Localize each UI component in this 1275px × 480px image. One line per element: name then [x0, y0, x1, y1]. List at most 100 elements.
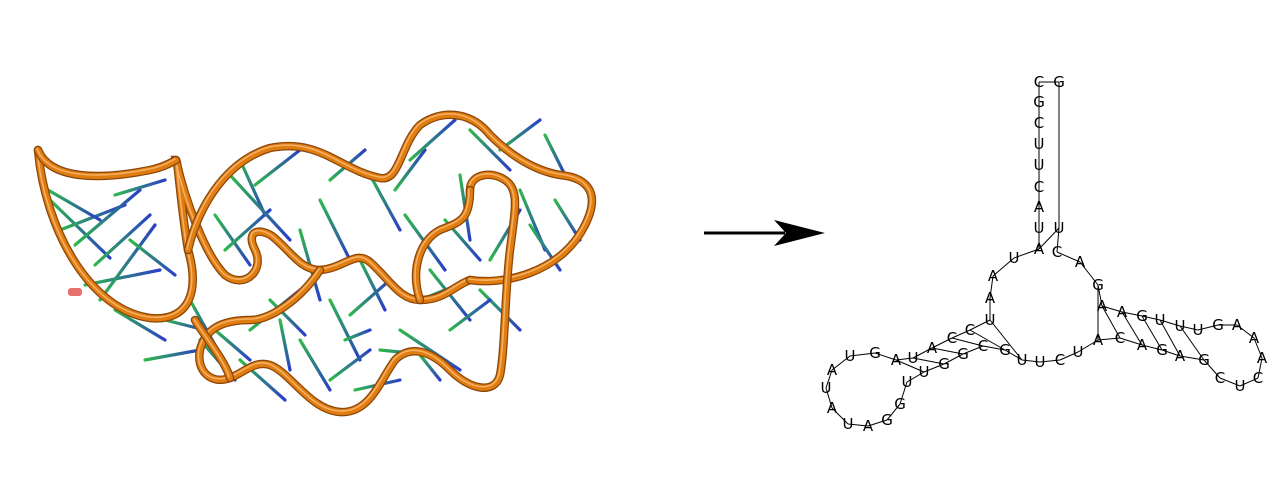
backbone-link — [1119, 337, 1143, 346]
nucleotide-letter: U — [919, 363, 930, 381]
nucleotide-letter: U — [985, 311, 996, 329]
base-pair-line — [895, 359, 925, 373]
nucleotide-letter: C — [947, 329, 957, 347]
base-stick — [408, 118, 457, 162]
backbone-link — [1056, 227, 1060, 253]
nucleotide-letter: G — [1212, 316, 1224, 334]
backbone-link — [874, 352, 897, 361]
backbone-link — [1077, 339, 1099, 353]
backbone-outline — [183, 110, 597, 286]
nucleotide-letter: U — [1034, 135, 1045, 153]
base-stick — [83, 268, 162, 287]
base-stick — [368, 173, 402, 232]
base-pair-line — [989, 319, 1023, 361]
base-stick — [468, 128, 512, 172]
nucleotide-letter: A — [1137, 336, 1148, 354]
backbone-link — [1056, 251, 1081, 263]
nucleotide-letter: G — [1033, 93, 1045, 111]
nucleotide-letter: A — [827, 361, 838, 379]
nucleotide-letter: A — [988, 267, 999, 285]
backbone-link — [849, 352, 876, 357]
backbone-link — [825, 369, 833, 389]
backbone-link — [906, 371, 925, 383]
nucleotide-letter: C — [1253, 369, 1263, 387]
base-stick — [113, 178, 167, 197]
backbone-link — [847, 423, 869, 427]
base-stick — [448, 298, 492, 332]
backbone-link — [1203, 359, 1221, 379]
backbone-link — [1197, 324, 1219, 331]
backbone-link — [895, 357, 914, 361]
backbone-link — [1159, 319, 1181, 327]
nucleotide-letter: A — [1034, 240, 1045, 258]
rna-3d-cartoon-structure — [33, 110, 597, 417]
base-stick — [358, 258, 387, 312]
backbone-highlight — [197, 173, 515, 412]
base-pair-line — [951, 337, 984, 347]
nucleotide-letter: U — [1155, 311, 1166, 329]
nucleotide-letter: A — [1117, 303, 1128, 321]
backbone-link — [1236, 324, 1255, 339]
nucleotide-letter: U — [1009, 249, 1020, 267]
nucleotide-letter: U — [1017, 351, 1028, 369]
backbone-link — [1179, 355, 1205, 361]
base-stick — [343, 328, 372, 342]
nucleotide-letter: U — [843, 415, 854, 433]
base-pair-line — [969, 329, 1006, 351]
nucleotide-letter: U — [1073, 343, 1084, 361]
backbone-link — [943, 353, 964, 365]
base-stick — [253, 148, 302, 187]
base-pair-line — [931, 347, 964, 355]
nucleotide-letter: A — [827, 399, 838, 417]
base-stick — [268, 298, 307, 337]
backbone-ribbon — [33, 110, 597, 417]
right-arrow-icon — [704, 220, 825, 246]
base-stick — [213, 328, 252, 362]
base-stick — [238, 158, 267, 217]
nucleotide-letter: G — [957, 345, 969, 363]
backbone-link — [1219, 377, 1241, 387]
base-pair-line — [1101, 305, 1121, 339]
backbone-highlight — [414, 188, 470, 300]
nucleotide-letter: U — [845, 347, 856, 365]
backbone-tube — [196, 171, 518, 416]
backbone-tube — [413, 187, 473, 303]
nucleotide-letter: A — [1034, 198, 1045, 216]
base-stick — [318, 198, 352, 262]
base-stick — [328, 348, 372, 382]
backbone-highlight — [36, 148, 176, 176]
base-stick — [298, 338, 332, 392]
base-stick — [143, 348, 202, 362]
nucleotide-letter: C — [1034, 114, 1044, 132]
nucleotide-letter: C — [965, 321, 975, 339]
nucleotide-letter: G — [1156, 341, 1168, 359]
nucleotide-letter: U — [902, 373, 913, 391]
backbone-link — [1021, 359, 1041, 363]
terminal-marker — [68, 288, 82, 296]
backbone-link — [982, 345, 1006, 351]
nucleotide-letter: U — [1193, 321, 1204, 339]
nucleotide-letter: C — [978, 337, 988, 355]
nucleotide-letter: C — [1115, 329, 1125, 347]
nucleotide-letter: A — [1249, 329, 1260, 347]
base-stick — [393, 148, 427, 192]
backbone-link — [923, 363, 945, 373]
nucleotide-letter: G — [1198, 351, 1210, 369]
backbone-link — [1141, 344, 1163, 351]
backbone-link — [1101, 305, 1123, 313]
base-pair-line — [1038, 227, 1060, 250]
backbone-link — [825, 387, 833, 409]
nucleotide-letter: A — [1232, 316, 1243, 334]
nucleotide-letter: A — [1257, 349, 1268, 367]
base-pair-line — [1121, 311, 1143, 346]
base-pair-line — [1159, 319, 1181, 357]
backbone-link — [1161, 349, 1181, 357]
base-stick — [213, 213, 252, 267]
base-stick — [223, 208, 272, 252]
nucleotide-letter: G — [881, 411, 893, 429]
nucleotide-letter: A — [1097, 297, 1108, 315]
base-stick — [128, 238, 177, 277]
base-stick — [348, 278, 392, 317]
base-pair-line — [912, 357, 945, 365]
backbone-link — [1079, 261, 1099, 286]
